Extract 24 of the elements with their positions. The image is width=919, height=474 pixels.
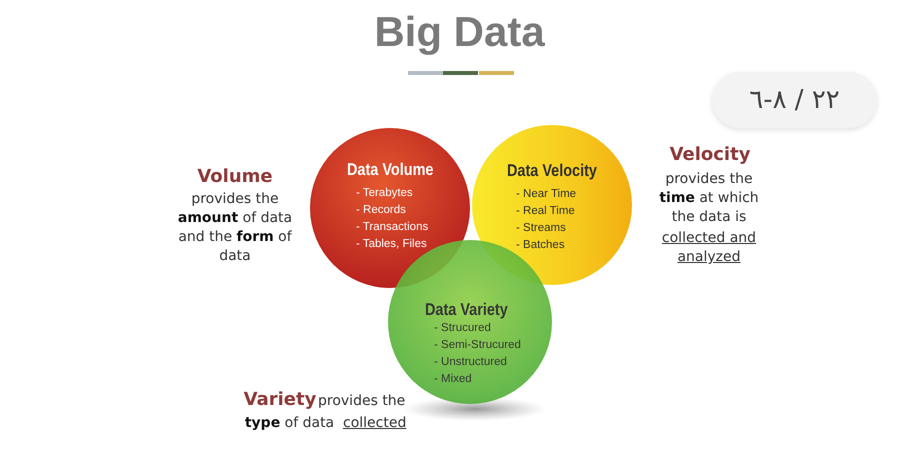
list-item: - Strucured (434, 322, 491, 334)
heading-text: Volume (196, 167, 274, 186)
heading-text: Variety (242, 390, 318, 409)
list-item: - Near Time (516, 188, 576, 200)
list-item: - Transactions (356, 221, 428, 233)
list-item: - Terabytes (356, 187, 413, 199)
list-item: - Semi-Strucured (434, 339, 521, 351)
description-text: collected and analyzed (660, 229, 758, 267)
list-item: - Streams (516, 222, 566, 234)
page-indicator: ٢٢ / ٨-٦ (712, 72, 877, 128)
circle-heading: Data Variety (425, 300, 508, 320)
heading-text: Velocity (668, 145, 752, 164)
list-item: - Tables, Files (356, 238, 427, 250)
description-text: collected (343, 414, 408, 433)
circle-heading: Data Volume (347, 160, 434, 180)
list-item: - Mixed (434, 373, 472, 385)
list-item: - Unstructured (434, 356, 507, 368)
list-item: - Records (356, 204, 406, 216)
title: Big Data (373, 8, 546, 56)
list-item: - Batches (516, 239, 565, 251)
circle-heading: Data Velocity (507, 161, 597, 181)
list-item: - Real Time (516, 205, 575, 217)
description-text: provides the amount of data and the form of data (176, 190, 294, 266)
description-text: provides the (318, 392, 406, 411)
